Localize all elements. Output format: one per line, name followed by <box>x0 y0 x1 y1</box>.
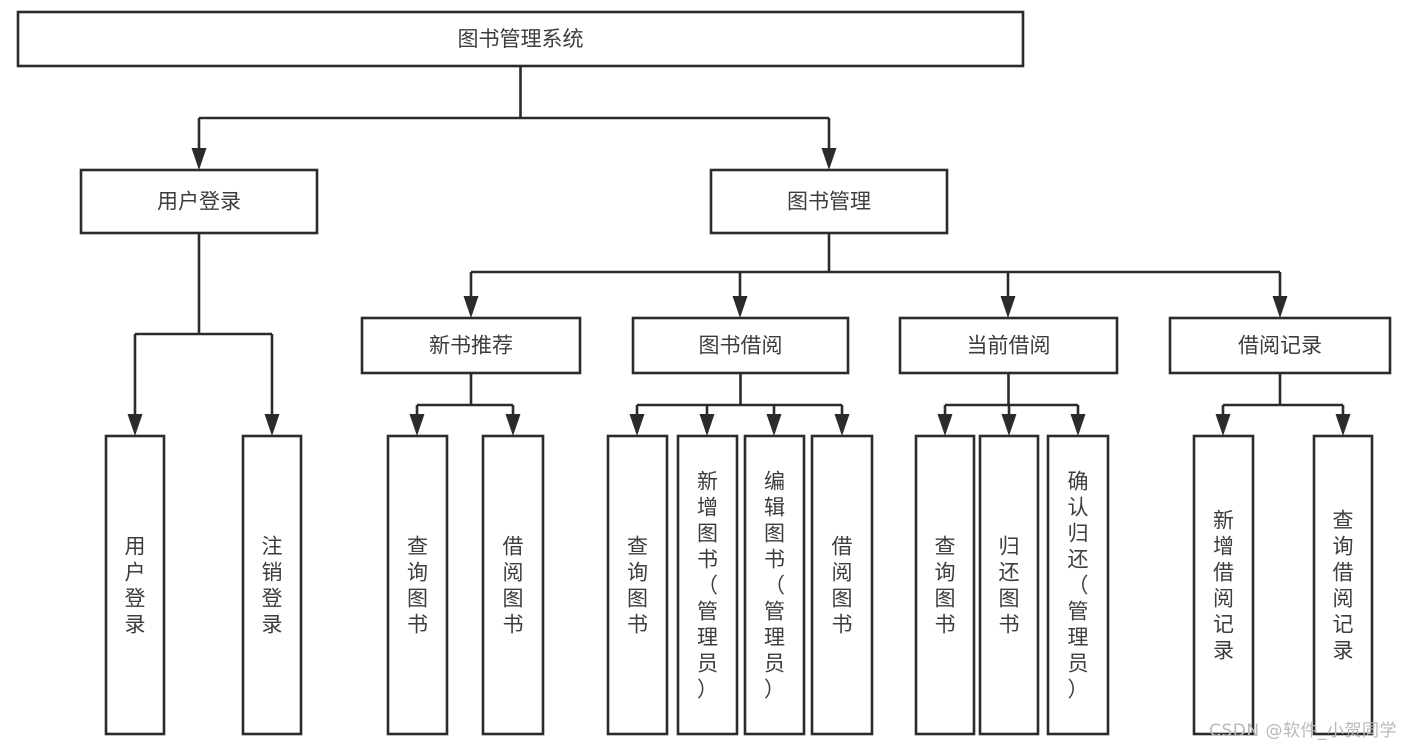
connector-arrowhead <box>629 414 645 436</box>
connector-arrowhead <box>505 414 521 436</box>
node-box[interactable] <box>709 168 949 235</box>
connector-arrowhead <box>699 414 715 436</box>
node-box[interactable] <box>386 434 449 736</box>
node-box[interactable] <box>1192 434 1255 736</box>
node-label: 图书管理系统 <box>458 27 584 51</box>
node-label: 借阅记录 <box>1238 334 1322 358</box>
connector-arrowhead <box>409 414 425 436</box>
node-box[interactable] <box>743 434 806 736</box>
node-box[interactable] <box>360 316 582 375</box>
node-box[interactable] <box>481 434 545 736</box>
connector-arrowhead <box>821 148 837 170</box>
node-label: 用户登录 <box>157 190 241 214</box>
node-label: 编辑图书（管理员） <box>764 469 785 701</box>
connector-arrowhead <box>937 414 953 436</box>
node-label: 当前借阅 <box>967 334 1051 358</box>
node-box[interactable] <box>79 168 319 235</box>
connectors-layer <box>127 66 1351 436</box>
node-box[interactable] <box>1046 434 1110 736</box>
connector-borrow-record <box>1215 373 1351 436</box>
node-box[interactable] <box>1312 434 1374 736</box>
node-box[interactable] <box>1168 316 1392 375</box>
node-leaf-return-book[interactable]: 归还图书 <box>978 434 1040 736</box>
nodes-layer: 图书管理系统用户登录图书管理新书推荐图书借阅当前借阅借阅记录用户登录注销登录查询… <box>16 10 1392 736</box>
node-box[interactable] <box>914 434 976 736</box>
node-leaf-borrow-book[interactable]: 借阅图书 <box>810 434 874 736</box>
node-label: 新增借阅记录 <box>1213 508 1234 662</box>
node-box[interactable] <box>16 10 1025 68</box>
connector-arrowhead <box>834 414 850 436</box>
node-box[interactable] <box>978 434 1040 736</box>
node-box[interactable] <box>898 316 1119 375</box>
node-label: 注销登录 <box>262 534 283 636</box>
watermark-label: CSDN @软件_小贺同学 <box>1209 721 1397 741</box>
node-book-borrow[interactable]: 图书借阅 <box>631 316 850 375</box>
node-box[interactable] <box>241 434 303 736</box>
connector-arrowhead <box>1215 414 1231 436</box>
connector-root <box>191 66 837 170</box>
node-current-borrow[interactable]: 当前借阅 <box>898 316 1119 375</box>
node-borrow-record[interactable]: 借阅记录 <box>1168 316 1392 375</box>
node-leaf-logout[interactable]: 注销登录 <box>241 434 303 736</box>
connector-book-borrow <box>629 373 850 436</box>
connector-current-borrow <box>937 373 1086 436</box>
connector-arrowhead <box>1070 414 1086 436</box>
node-box[interactable] <box>631 316 850 375</box>
node-label: 图书借阅 <box>699 334 783 358</box>
node-label: 图书管理 <box>787 190 871 214</box>
connector-book-manage <box>463 233 1288 318</box>
connector-user-login <box>127 233 280 436</box>
node-label: 新增图书（管理员） <box>697 469 718 701</box>
node-leaf-confirm-return[interactable]: 确认归还（管理员） <box>1046 434 1110 736</box>
node-leaf-add-book[interactable]: 新增图书（管理员） <box>676 434 739 736</box>
node-leaf-edit-book[interactable]: 编辑图书（管理员） <box>743 434 806 736</box>
connector-arrowhead <box>264 414 280 436</box>
node-box[interactable] <box>810 434 874 736</box>
node-leaf-add-record[interactable]: 新增借阅记录 <box>1192 434 1255 736</box>
node-label: 查询图书 <box>627 534 648 636</box>
node-label: 查询图书 <box>935 534 956 636</box>
node-leaf-query-book-cur[interactable]: 查询图书 <box>914 434 976 736</box>
connector-arrowhead <box>732 296 748 318</box>
node-label: 借阅图书 <box>832 534 853 636</box>
node-book-manage[interactable]: 图书管理 <box>709 168 949 235</box>
node-leaf-query-book-rec[interactable]: 查询图书 <box>386 434 449 736</box>
connector-arrowhead <box>766 414 782 436</box>
node-label: 借阅图书 <box>503 534 524 636</box>
node-box[interactable] <box>606 434 669 736</box>
connector-arrowhead <box>1335 414 1351 436</box>
node-label: 查询图书 <box>407 534 428 636</box>
connector-arrowhead <box>1272 296 1288 318</box>
node-user-login[interactable]: 用户登录 <box>79 168 319 235</box>
node-label: 用户登录 <box>125 534 146 636</box>
node-box[interactable] <box>104 434 166 736</box>
node-label: 归还图书 <box>999 534 1020 636</box>
connector-arrowhead <box>1001 414 1017 436</box>
node-leaf-query-book-borrow[interactable]: 查询图书 <box>606 434 669 736</box>
node-leaf-query-record[interactable]: 查询借阅记录 <box>1312 434 1374 736</box>
node-leaf-borrow-book-rec[interactable]: 借阅图书 <box>481 434 545 736</box>
node-label: 确认归还（管理员） <box>1068 469 1089 701</box>
node-label: 查询借阅记录 <box>1333 508 1354 662</box>
connector-arrowhead <box>191 148 207 170</box>
connector-arrowhead <box>463 296 479 318</box>
node-label: 新书推荐 <box>429 334 513 358</box>
connector-new-book-recommend <box>409 373 521 436</box>
node-box[interactable] <box>676 434 739 736</box>
connector-arrowhead <box>127 414 143 436</box>
node-root[interactable]: 图书管理系统 <box>16 10 1025 68</box>
connector-arrowhead <box>1000 296 1016 318</box>
node-new-book-recommend[interactable]: 新书推荐 <box>360 316 582 375</box>
node-leaf-user-login[interactable]: 用户登录 <box>104 434 166 736</box>
